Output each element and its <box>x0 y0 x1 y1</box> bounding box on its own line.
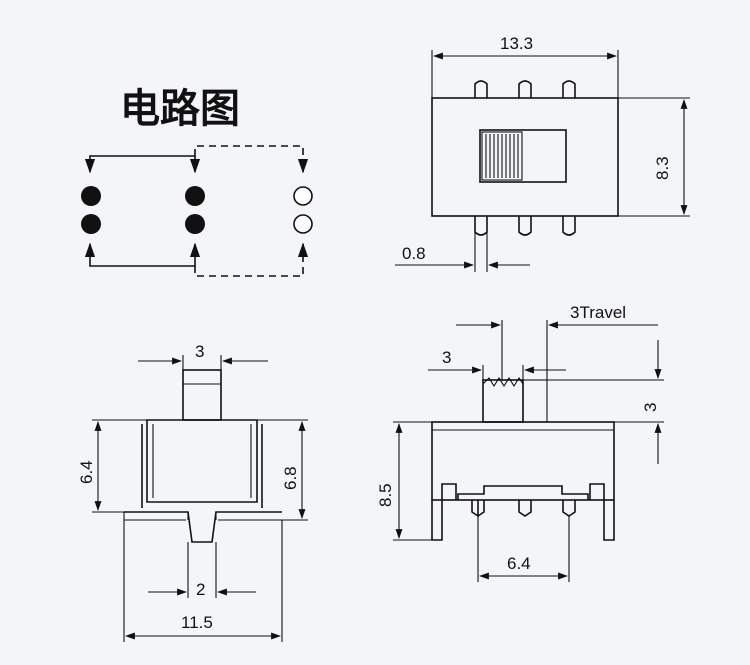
bottom-connection-line <box>84 242 201 267</box>
dim-label-height: 8.3 <box>653 156 672 180</box>
dim-label-pin-pitch: 6.4 <box>507 554 531 573</box>
circuit-title: 电路图 <box>120 86 240 132</box>
open-contact <box>293 186 313 206</box>
actuator-front <box>182 369 222 421</box>
pin-side <box>518 500 532 517</box>
dim-label-pin: 0.8 <box>402 244 426 263</box>
dim-label-actuator-height: 3 <box>641 403 660 412</box>
front-view: 3 6.4 6.8 2 11.5 <box>77 342 308 642</box>
pin-bottom <box>518 216 532 236</box>
body-front <box>146 419 258 503</box>
body-side-rails <box>141 424 263 508</box>
dim-label-gap: 2 <box>196 580 205 599</box>
slider-knob <box>481 131 523 181</box>
filled-contact <box>185 214 205 234</box>
side-view: 3Travel 3 3 8.5 6.4 <box>376 303 664 582</box>
dim-label-front-right: 6.8 <box>281 466 300 490</box>
pin-bottom <box>474 216 488 236</box>
dim-label-actuator-side: 3 <box>442 348 451 367</box>
pin-side <box>562 500 576 517</box>
dim-label-front-left: 6.4 <box>77 460 96 484</box>
pin-top <box>518 80 532 98</box>
leg-right <box>589 483 615 541</box>
pin-top <box>562 80 576 98</box>
filled-contact <box>185 186 205 206</box>
filled-contact <box>81 214 101 234</box>
circuit-diagram: 电路图 <box>81 86 313 277</box>
dim-label-travel: 3Travel <box>570 303 626 322</box>
dashed-top-line <box>194 145 304 172</box>
actuator-side <box>482 379 524 423</box>
switch-body-top <box>431 97 619 217</box>
dim-label-front-width: 11.5 <box>181 613 213 632</box>
top-connection-line <box>84 155 201 174</box>
dim-label-actuator-front: 3 <box>195 342 204 361</box>
dim-label-width: 13.3 <box>500 34 533 53</box>
leg-left <box>431 483 457 541</box>
slider-window <box>479 129 567 183</box>
pin-side <box>471 500 485 518</box>
dim-label-side-height: 8.5 <box>376 483 395 507</box>
body-side <box>431 421 615 501</box>
filled-contact <box>81 186 101 206</box>
pin-top <box>474 80 488 98</box>
bottom-block <box>457 485 589 500</box>
pin-bottom <box>562 216 576 236</box>
open-contact <box>293 214 313 234</box>
slider-ridges <box>485 134 519 178</box>
base-front <box>124 511 282 543</box>
top-view: 13.3 8.3 0.8 <box>395 34 690 272</box>
actuator-ridges <box>482 376 524 388</box>
dashed-bottom-line <box>194 244 304 277</box>
